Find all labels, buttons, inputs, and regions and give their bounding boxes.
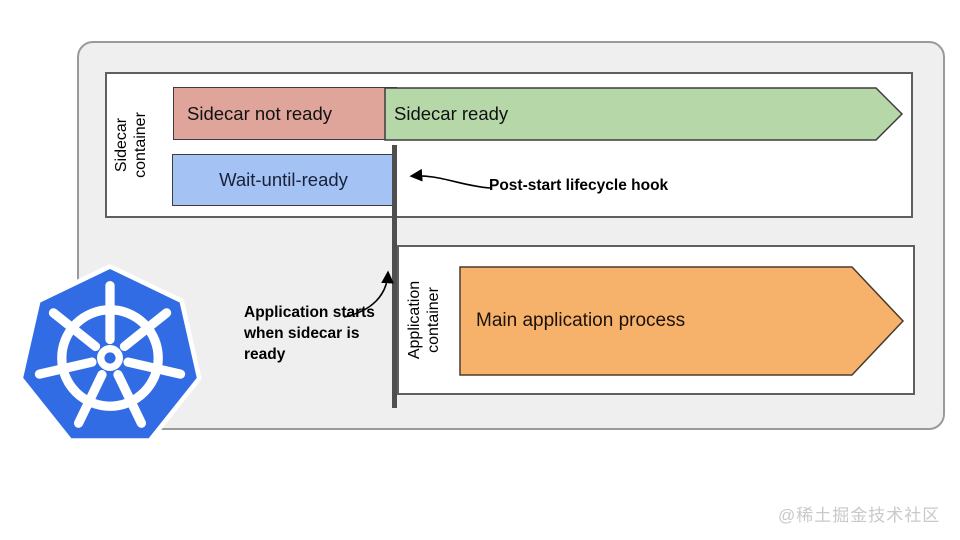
kubernetes-logo-icon <box>18 264 202 443</box>
watermark-text: @稀土掘金技术社区 <box>778 506 941 525</box>
main-process-label: Main application process <box>476 310 686 331</box>
sidecar-not-ready-bar: Sidecar not ready <box>173 87 397 140</box>
app-start-arrow-icon <box>343 270 394 318</box>
readiness-timeline-line <box>392 145 397 408</box>
sidecar-ready-arrow: Sidecar ready <box>384 87 904 141</box>
application-container-label: Application container <box>405 280 442 360</box>
sidecar-container-label: Sidecar container <box>112 112 149 178</box>
wait-until-ready-bar: Wait-until-ready <box>172 154 395 206</box>
sidecar-ready-label: Sidecar ready <box>394 103 509 124</box>
post-start-arrow-icon <box>409 168 491 189</box>
post-start-hook-label: Post-start lifecycle hook <box>489 177 669 194</box>
sidecar-not-ready-label: Sidecar not ready <box>187 102 333 124</box>
main-process-arrow: Main application process <box>459 266 905 376</box>
sidecar-ready-arrow-shape <box>384 87 904 141</box>
main-process-arrow-shape <box>459 266 905 376</box>
wait-until-ready-label: Wait-until-ready <box>219 169 348 190</box>
app-start-label: Application starts when sidecar is ready <box>244 304 375 363</box>
